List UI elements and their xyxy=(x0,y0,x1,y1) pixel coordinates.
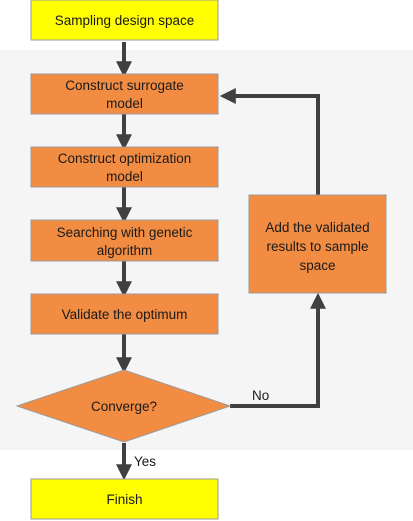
add-results-label-line3: space xyxy=(299,258,335,273)
edge-label-yes: Yes xyxy=(134,454,156,469)
node-construct-surrogate-model: Construct surrogate model xyxy=(30,73,219,115)
optimization-label-line1: Construct optimization xyxy=(58,151,192,166)
node-add-validated-results: Add the validated results to sample spac… xyxy=(248,194,387,294)
add-results-label-line2: results to sample xyxy=(266,239,368,254)
node-validate-optimum: Validate the optimum xyxy=(30,293,219,335)
node-searching-genetic-algorithm: Searching with genetic algorithm xyxy=(30,219,219,262)
validate-label: Validate the optimum xyxy=(62,307,188,322)
genetic-label-line1: Searching with genetic xyxy=(57,225,193,240)
surrogate-label-line1: Construct surrogate xyxy=(65,78,184,93)
edge-label-no: No xyxy=(252,388,269,403)
arrow-add-results-to-surrogate xyxy=(219,88,320,195)
optimization-label-line2: model xyxy=(106,169,143,184)
connectors xyxy=(116,42,326,481)
genetic-label-line2: algorithm xyxy=(97,243,153,258)
finish-label: Finish xyxy=(106,492,142,507)
converge-label: Converge? xyxy=(91,399,157,414)
sampling-label: Sampling design space xyxy=(55,13,195,28)
node-construct-optimization-model: Construct optimization model xyxy=(30,146,219,188)
add-results-label-line1: Add the validated xyxy=(265,220,369,235)
node-converge-decision: Converge? xyxy=(15,369,232,443)
surrogate-label-line2: model xyxy=(106,96,143,111)
node-finish: Finish xyxy=(30,478,219,520)
arrow-converge-no-to-add-results xyxy=(230,292,326,408)
node-sampling-design-space: Sampling design space xyxy=(30,0,219,41)
